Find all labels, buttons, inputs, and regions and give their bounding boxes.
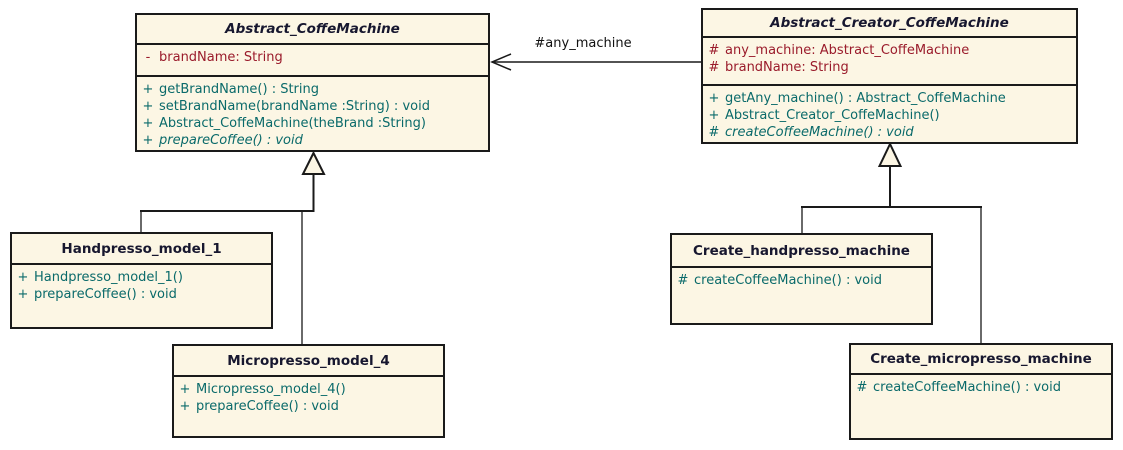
methods-compartment: + Micropresso_model_4() + prepareCoffee(… xyxy=(174,375,443,436)
attributes-compartment: # any_machine: Abstract_CoffeMachine # b… xyxy=(703,36,1076,84)
attribute-row: # brandName: String xyxy=(703,59,1076,76)
class-title: Create_handpresso_machine xyxy=(693,242,910,259)
generalization-triangle-icon xyxy=(877,141,903,167)
visibility-marker: # xyxy=(856,380,868,395)
visibility-marker: + xyxy=(179,399,191,414)
methods-compartment: + getAny_machine() : Abstract_CoffeMachi… xyxy=(703,84,1076,142)
method-row: + Abstract_CoffeMachine(theBrand :String… xyxy=(137,115,488,132)
class-box-handpresso-model-1[interactable]: Handpresso_model_1 + Handpresso_model_1(… xyxy=(10,232,273,329)
visibility-marker: + xyxy=(708,108,720,123)
class-title: Create_micropresso_machine xyxy=(870,351,1092,367)
association-label: #any_machine xyxy=(534,36,632,51)
visibility-marker: # xyxy=(708,43,720,58)
method-row: + prepareCoffee() : void xyxy=(174,398,443,415)
visibility-marker: + xyxy=(142,116,154,131)
class-box-abstract-coffemachine[interactable]: Abstract_CoffeMachine - brandName: Strin… xyxy=(135,13,490,152)
association-edge[interactable] xyxy=(490,53,701,71)
methods-compartment: + Handpresso_model_1() + prepareCoffee()… xyxy=(12,263,271,327)
attribute-row: # any_machine: Abstract_CoffeMachine xyxy=(703,42,1076,59)
class-title: Abstract_Creator_CoffeMachine xyxy=(770,15,1009,31)
method-row: + Micropresso_model_4() xyxy=(174,381,443,398)
method-row: + Abstract_Creator_CoffeMachine() xyxy=(703,107,1076,124)
visibility-marker: + xyxy=(17,287,29,302)
attribute-row: - brandName: String xyxy=(137,49,488,66)
class-box-create-handpresso-machine[interactable]: Create_handpresso_machine # createCoffee… xyxy=(670,233,933,325)
visibility-marker: + xyxy=(142,133,154,148)
open-arrowhead-icon xyxy=(490,53,512,71)
method-row: + getAny_machine() : Abstract_CoffeMachi… xyxy=(703,90,1076,107)
class-box-create-micropresso-machine[interactable]: Create_micropresso_machine # createCoffe… xyxy=(849,343,1113,440)
class-title: Micropresso_model_4 xyxy=(227,352,390,369)
methods-compartment: + getBrandName() : String + setBrandName… xyxy=(137,75,488,150)
visibility-marker: # xyxy=(677,273,689,288)
visibility-marker: # xyxy=(708,60,720,75)
class-box-micropresso-model-4[interactable]: Micropresso_model_4 + Micropresso_model_… xyxy=(172,344,445,438)
visibility-marker: + xyxy=(142,82,154,97)
class-title: Abstract_CoffeMachine xyxy=(225,21,400,37)
method-row: + prepareCoffee() : void xyxy=(137,132,488,149)
method-row: + Handpresso_model_1() xyxy=(12,269,271,286)
class-box-abstract-creator-coffemachine[interactable]: Abstract_Creator_CoffeMachine # any_mach… xyxy=(701,8,1078,144)
class-title: Handpresso_model_1 xyxy=(61,240,222,257)
method-row: + prepareCoffee() : void xyxy=(12,286,271,303)
methods-compartment: # createCoffeeMachine() : void xyxy=(851,373,1111,438)
visibility-marker: # xyxy=(708,125,720,140)
method-row: + getBrandName() : String xyxy=(137,81,488,98)
visibility-marker: + xyxy=(708,91,720,106)
generalization-triangle-icon xyxy=(301,150,326,175)
visibility-marker: + xyxy=(17,270,29,285)
attributes-compartment: - brandName: String xyxy=(137,43,488,75)
method-row: # createCoffeeMachine() : void xyxy=(672,272,931,289)
generalization-edges-left[interactable] xyxy=(140,150,326,345)
visibility-marker: + xyxy=(142,99,154,114)
visibility-marker: - xyxy=(145,50,151,65)
method-row: # createCoffeeMachine() : void xyxy=(703,124,1076,141)
method-row: # createCoffeeMachine() : void xyxy=(851,379,1111,396)
visibility-marker: + xyxy=(179,382,191,397)
method-row: + setBrandName(brandName :String) : void xyxy=(137,98,488,115)
methods-compartment: # createCoffeeMachine() : void xyxy=(672,266,931,323)
generalization-edges-right[interactable] xyxy=(801,141,982,344)
